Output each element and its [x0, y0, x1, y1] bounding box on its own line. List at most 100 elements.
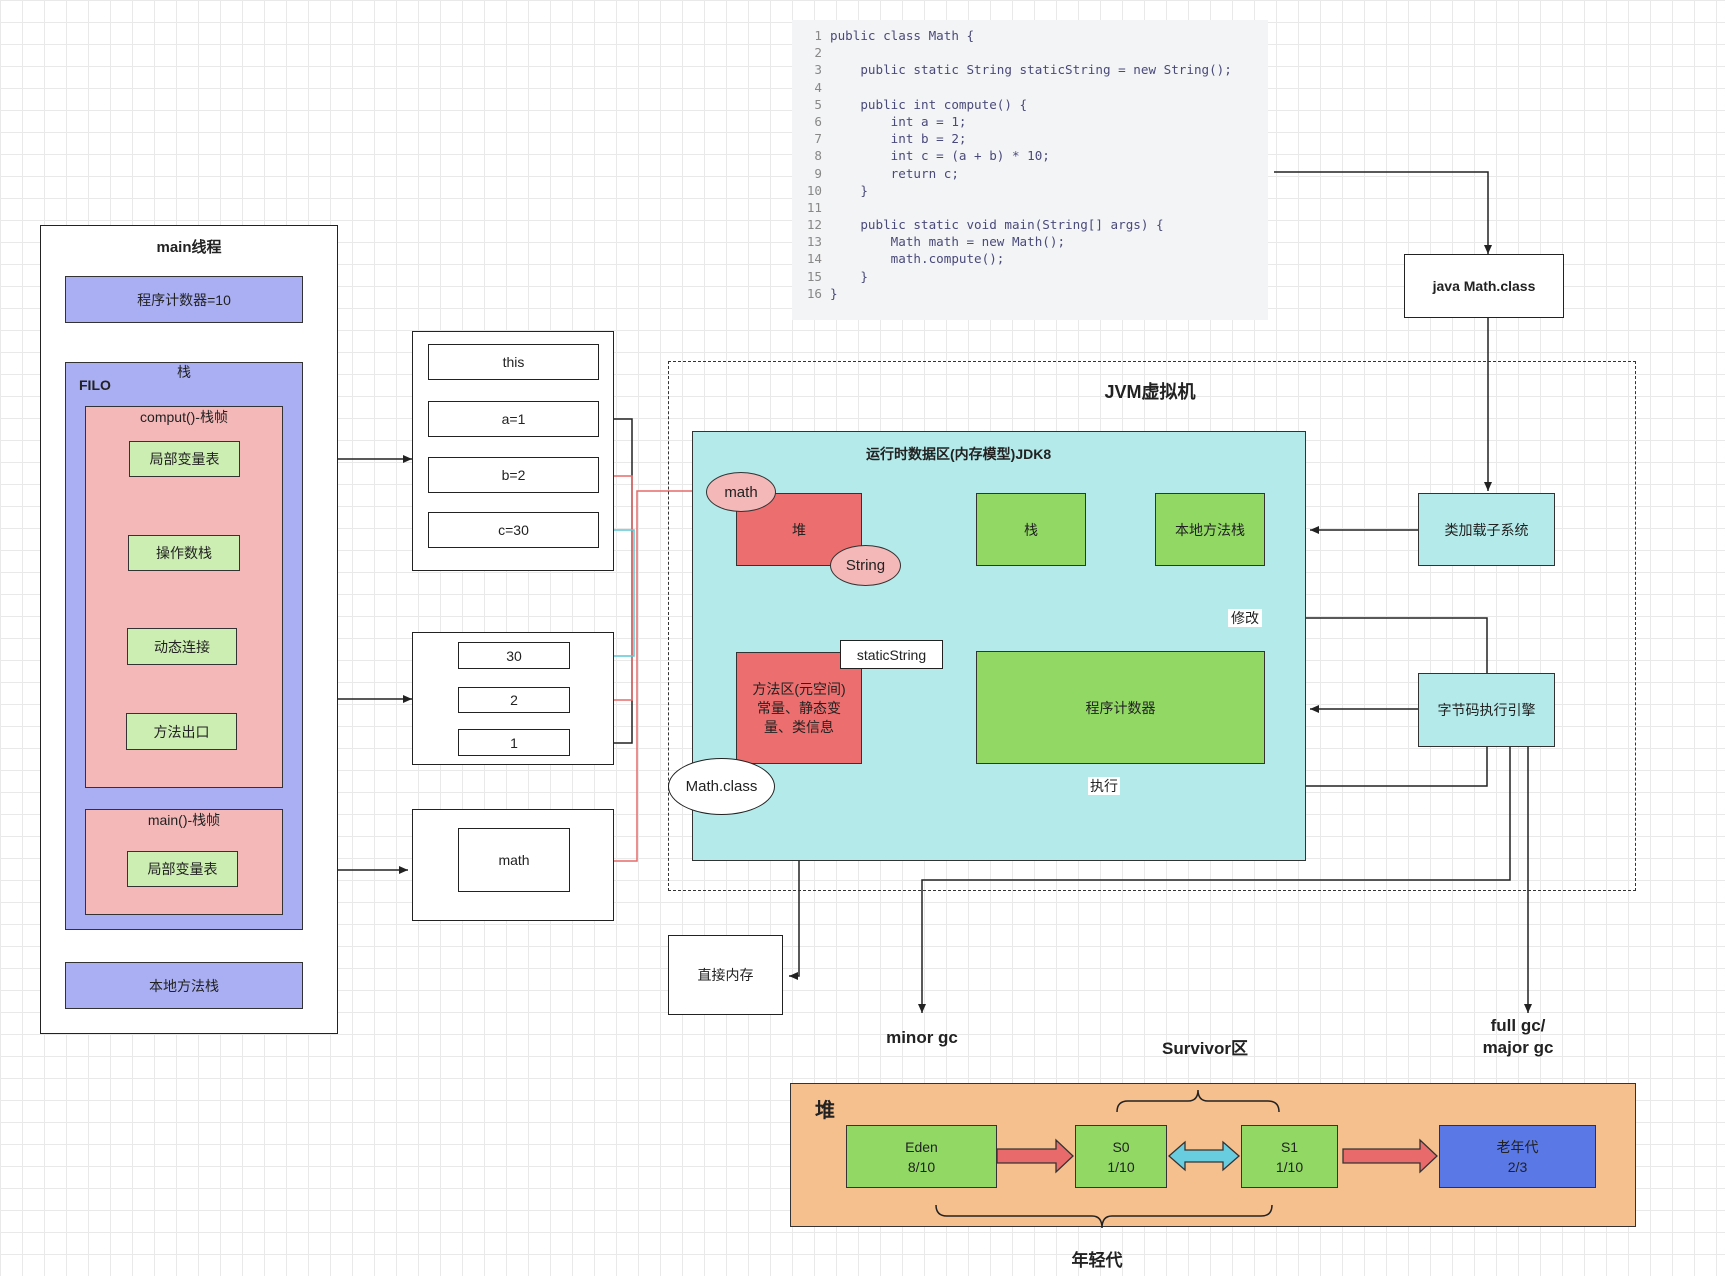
operand-2[interactable]: 2 — [458, 687, 570, 713]
young-gen-brace — [935, 1204, 1273, 1229]
modify-label: 修改 — [1228, 609, 1262, 627]
code-line: 14 math.compute(); — [792, 250, 1268, 267]
static-string-label[interactable]: staticString — [840, 640, 943, 669]
comput-frame-title: comput()-栈帧 — [140, 409, 228, 425]
code-line-text: int b = 2; — [830, 131, 967, 147]
jvm-title: JVM虚拟机 — [1104, 382, 1196, 402]
native-stack-box[interactable]: 本地方法栈 — [65, 962, 303, 1009]
s0-s1-arrow — [1168, 1140, 1240, 1172]
code-line-text: public static String staticString = new … — [830, 62, 1232, 78]
full-gc-label-1: full gc/ — [1490, 1016, 1546, 1035]
code-line: 7 int b = 2; — [792, 130, 1268, 147]
code-line-number: 5 — [814, 96, 822, 112]
runtime-area-title: 运行时数据区(内存模型)JDK8 — [866, 446, 1052, 462]
code-line: 16} — [792, 285, 1268, 302]
code-line-number: 3 — [814, 62, 822, 78]
comput-method-exit[interactable]: 方法出口 — [126, 713, 237, 750]
code-line: 10 } — [792, 182, 1268, 199]
runtime-pc-box[interactable]: 程序计数器 — [976, 651, 1265, 764]
exec-engine-box[interactable]: 字节码执行引擎 — [1418, 673, 1555, 747]
code-line-text: } — [830, 285, 838, 301]
survivor-brace — [1116, 1089, 1280, 1113]
runtime-native-stack-box[interactable]: 本地方法栈 — [1155, 493, 1265, 566]
code-line: 4 — [792, 79, 1268, 96]
s0-label: S0 — [1112, 1138, 1130, 1155]
code-line-text: int a = 1; — [830, 113, 967, 129]
code-line-text: } — [830, 182, 868, 198]
code-line: 15 } — [792, 268, 1268, 285]
class-file-box[interactable]: java Math.class — [1404, 254, 1564, 318]
filo-label: FILO — [79, 377, 111, 393]
comput-dynamic-link[interactable]: 动态连接 — [127, 628, 237, 665]
operand-1[interactable]: 1 — [458, 729, 570, 756]
main-local-vars[interactable]: 局部变量表 — [127, 851, 238, 887]
old-gen-ratio: 2/3 — [1507, 1158, 1528, 1175]
operand-30[interactable]: 30 — [458, 642, 570, 669]
heap-generation-title: 堆 — [815, 1100, 835, 1122]
eden-label: Eden — [905, 1138, 938, 1155]
code-line-number: 2 — [814, 45, 822, 61]
code-line-number: 15 — [806, 268, 822, 284]
s0-ratio: 1/10 — [1107, 1158, 1135, 1175]
s1-ratio: 1/10 — [1275, 1158, 1304, 1175]
code-line-number: 10 — [806, 182, 822, 198]
code-line-text: return c; — [830, 165, 959, 181]
full-gc-label-2: major gc — [1482, 1038, 1554, 1057]
code-line-text: } — [830, 268, 868, 284]
code-line-text: public int compute() { — [830, 96, 1028, 112]
old-gen-label: 老年代 — [1496, 1138, 1539, 1155]
main-thread-title: main线程 — [156, 238, 222, 256]
code-line-number: 11 — [806, 199, 822, 215]
comput-local-vars[interactable]: 局部变量表 — [129, 441, 240, 477]
code-line-number: 16 — [806, 285, 822, 301]
comput-operand-stack[interactable]: 操作数栈 — [128, 535, 240, 571]
code-line: 9 return c; — [792, 165, 1268, 182]
code-line: 1 public class Math { — [792, 27, 1268, 44]
class-loader-box[interactable]: 类加载子系统 — [1418, 493, 1555, 566]
wire-engine-minor-gc — [918, 747, 1511, 1013]
code-line: 2 — [792, 44, 1268, 61]
s0-box[interactable]: S0 1/10 — [1075, 1125, 1167, 1188]
code-line-text: math.compute(); — [830, 251, 1005, 267]
main-local-math[interactable]: math — [458, 828, 570, 892]
code-line-text: public static void main(String[] args) { — [830, 217, 1164, 233]
stack-title: 栈 — [177, 364, 191, 380]
string-object[interactable]: String — [830, 545, 901, 586]
old-gen-box[interactable]: 老年代 2/3 — [1439, 1125, 1596, 1188]
runtime-stack-box[interactable]: 栈 — [976, 493, 1086, 566]
s1-to-old-arrow — [1342, 1138, 1438, 1174]
code-line: 13 Math math = new Math(); — [792, 233, 1268, 250]
code-line-number: 4 — [814, 79, 822, 95]
code-line-text: int c = (a + b) * 10; — [830, 148, 1050, 164]
var-c[interactable]: c=30 — [428, 512, 599, 548]
code-line-number: 9 — [814, 165, 822, 181]
var-this[interactable]: this — [428, 344, 599, 380]
code-line-number: 6 — [814, 113, 822, 129]
code-line-number: 1 — [814, 28, 822, 43]
code-line: 11 — [792, 199, 1268, 216]
heap-math-ref[interactable]: math — [706, 472, 776, 512]
eden-box[interactable]: Eden 8/10 — [846, 1125, 997, 1188]
s1-label: S1 — [1280, 1138, 1299, 1155]
code-line: 3 public static String staticString = ne… — [792, 61, 1268, 78]
code-line-text: Math math = new Math(); — [830, 234, 1066, 250]
jvm-panel — [668, 361, 1636, 891]
direct-memory-box[interactable]: 直接内存 — [668, 935, 783, 1015]
code-line-number: 7 — [814, 131, 822, 147]
code-line-number: 14 — [806, 251, 822, 267]
code-line-number: 13 — [806, 234, 822, 250]
var-b[interactable]: b=2 — [428, 457, 599, 493]
wire-code-to-classfile — [1274, 171, 1492, 254]
var-a[interactable]: a=1 — [428, 401, 599, 437]
s1-box[interactable]: S1 1/10 — [1241, 1125, 1338, 1188]
code-line-text: public class Math { — [830, 28, 975, 43]
method-area-box[interactable]: 方法区(元空间)常量、静态变量、类信息 — [736, 652, 862, 764]
code-line: 5 public int compute() { — [792, 96, 1268, 113]
code-line-number: 12 — [806, 217, 822, 233]
math-class-node[interactable]: Math.class — [668, 758, 775, 815]
code-line: 6 int a = 1; — [792, 113, 1268, 130]
code-line: 12 public static void main(String[] args… — [792, 216, 1268, 233]
pc-counter-box[interactable]: 程序计数器=10 — [65, 276, 303, 323]
